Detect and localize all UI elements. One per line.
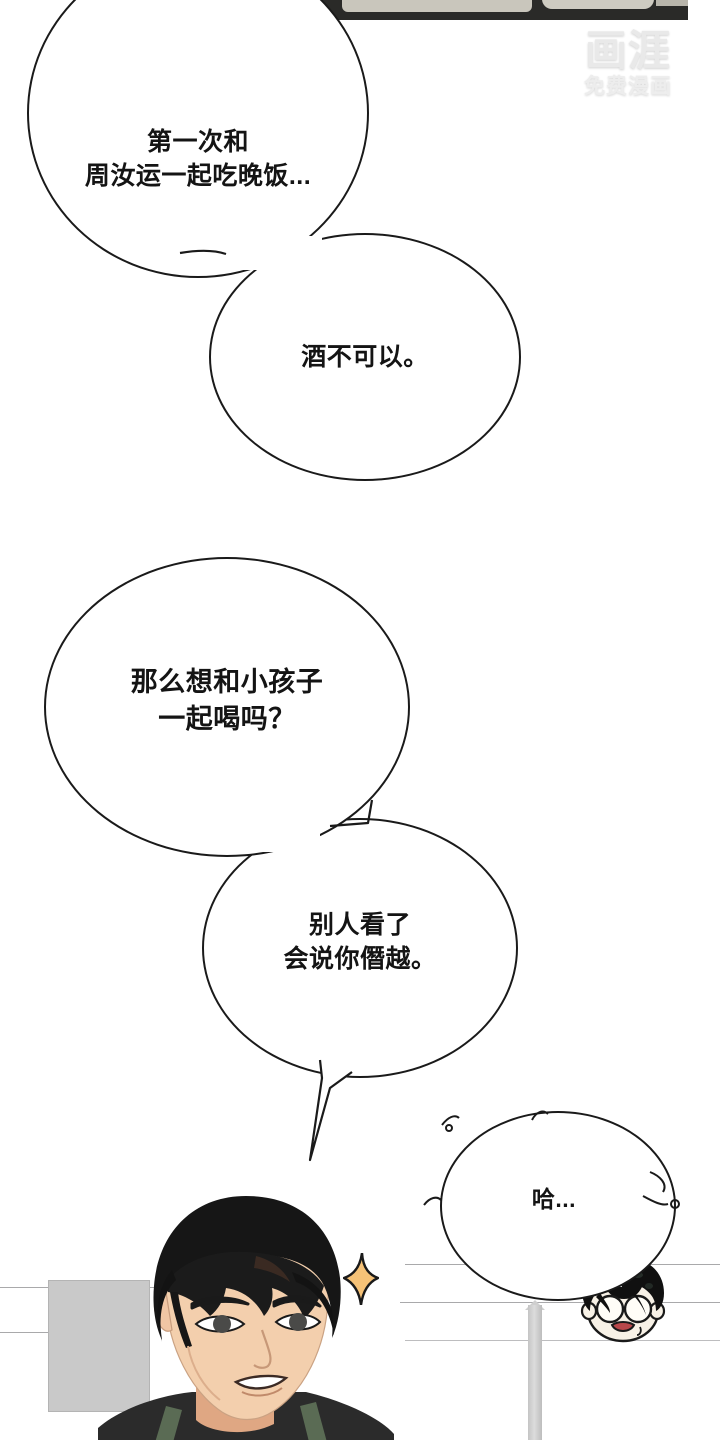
watermark-subtitle: 免费漫画: [584, 75, 672, 98]
speech-bubble-5: 哈...: [440, 1111, 676, 1301]
chibi-mouth: [610, 1321, 636, 1332]
sparkle-icon: [343, 1253, 379, 1305]
hair-strand-right: [292, 1272, 334, 1336]
speech-bubble-2-text: 酒不可以。: [301, 342, 429, 371]
iris-right: [289, 1313, 307, 1331]
character-man: [96, 1196, 396, 1440]
cheek-line: [187, 1345, 221, 1401]
nose: [253, 1329, 272, 1369]
speech-bubble-3-text: 那么想和小孩子 一起喝吗？: [130, 666, 324, 734]
speech-bubble-4-text: 别人看了 会说你僭越。: [283, 910, 437, 974]
bubble-merge-mask: [236, 820, 320, 852]
top-panel-fragment: [320, 0, 688, 20]
panel-slab-right: [656, 0, 688, 6]
hair-highlight: [254, 1256, 290, 1282]
speech-bubble-2: 酒不可以。: [209, 233, 521, 481]
eyebrow-left: [190, 1296, 250, 1310]
wall-panel: [48, 1280, 150, 1412]
bubble-5-accent: [441, 1115, 460, 1126]
chibi-cheek-line: [636, 1326, 642, 1336]
sideburn: [170, 1292, 192, 1348]
bubble-5-accent: [423, 1196, 442, 1206]
watermark: 画涯 免费漫画: [566, 28, 690, 100]
speech-bubble-3: 那么想和小孩子 一起喝吗？: [44, 557, 410, 857]
bubble-5-accent-dot: [445, 1124, 453, 1132]
bubble-merge-mask: [232, 236, 322, 270]
eyebrow-right: [272, 1295, 322, 1308]
watermark-logo: 画涯: [584, 27, 671, 74]
bag-strap-left: [155, 1406, 182, 1440]
wall-line: [405, 1340, 720, 1341]
bag-strap-right: [300, 1402, 327, 1440]
speech-bubble-5-text: 哈...: [531, 1186, 577, 1213]
iris-left: [213, 1315, 231, 1333]
mouth: [233, 1374, 289, 1390]
support-column: [528, 1305, 542, 1440]
speech-bubble-1-text: 第一次和 周汝运一起吃晚饭...: [84, 127, 312, 191]
lower-lip: [241, 1387, 283, 1397]
panel-slab-left: [342, 0, 532, 12]
wall-line: [0, 1332, 54, 1333]
panel-slab-mid: [542, 0, 654, 9]
hair-outer: [153, 1196, 341, 1340]
speech-bubble-4: 别人看了 会说你僭越。: [202, 818, 518, 1078]
wall-line: [400, 1302, 720, 1303]
hair-strand-left: [157, 1270, 176, 1342]
